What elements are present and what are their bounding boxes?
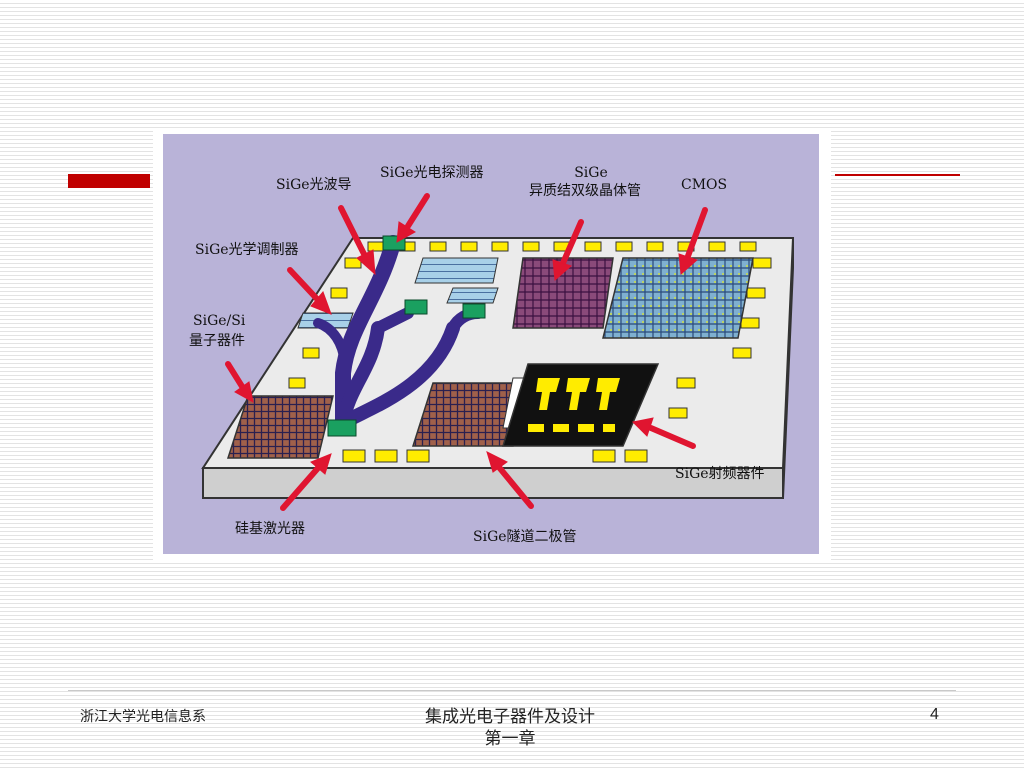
footer-course-title: 集成光电子器件及设计 第一章 xyxy=(360,706,660,750)
label-hbt-line1: SiGe xyxy=(574,165,608,181)
label-quantum-line2: 量子器件 xyxy=(189,333,245,349)
chip-diagram-figure: SiGe光波导 SiGe光电探测器 SiGe 异质结双级晶体管 CMOS SiG… xyxy=(153,128,831,560)
footer-divider xyxy=(68,690,956,691)
label-quantum-line1: SiGe/Si xyxy=(193,313,246,329)
hbt-block xyxy=(512,257,614,329)
small-block-mid xyxy=(446,287,499,304)
label-waveguide: SiGe光波导 xyxy=(276,177,352,193)
label-tunnel: SiGe隧道二极管 xyxy=(473,529,577,545)
small-block-top xyxy=(414,257,499,284)
chip-diagram-svg: SiGe光波导 SiGe光电探测器 SiGe 异质结双级晶体管 CMOS SiG… xyxy=(163,134,819,554)
label-laser: 硅基激光器 xyxy=(235,520,305,537)
title-accent-line xyxy=(835,174,960,176)
label-hbt-line2: 异质结双级晶体管 xyxy=(529,183,641,199)
footer-department: 浙江大学光电信息系 xyxy=(80,709,206,725)
label-modulator: SiGe光学调制器 xyxy=(195,242,299,258)
quantum-device-block xyxy=(226,395,334,459)
label-cmos: CMOS xyxy=(681,177,727,193)
rf-device-contacts xyxy=(528,378,620,432)
page-number: 4 xyxy=(930,706,939,723)
label-photodetector: SiGe光电探测器 xyxy=(380,165,484,181)
label-rf: SiGe射频器件 xyxy=(675,466,765,482)
waveguide-network xyxy=(313,235,484,431)
pointer-arrows xyxy=(225,193,708,511)
footer-chapter: 第一章 xyxy=(484,729,536,749)
emitter-blocks xyxy=(327,235,486,437)
title-accent-bar xyxy=(68,174,150,188)
cmos-block xyxy=(602,257,754,339)
footer-course-name: 集成光电子器件及设计 xyxy=(425,707,595,727)
